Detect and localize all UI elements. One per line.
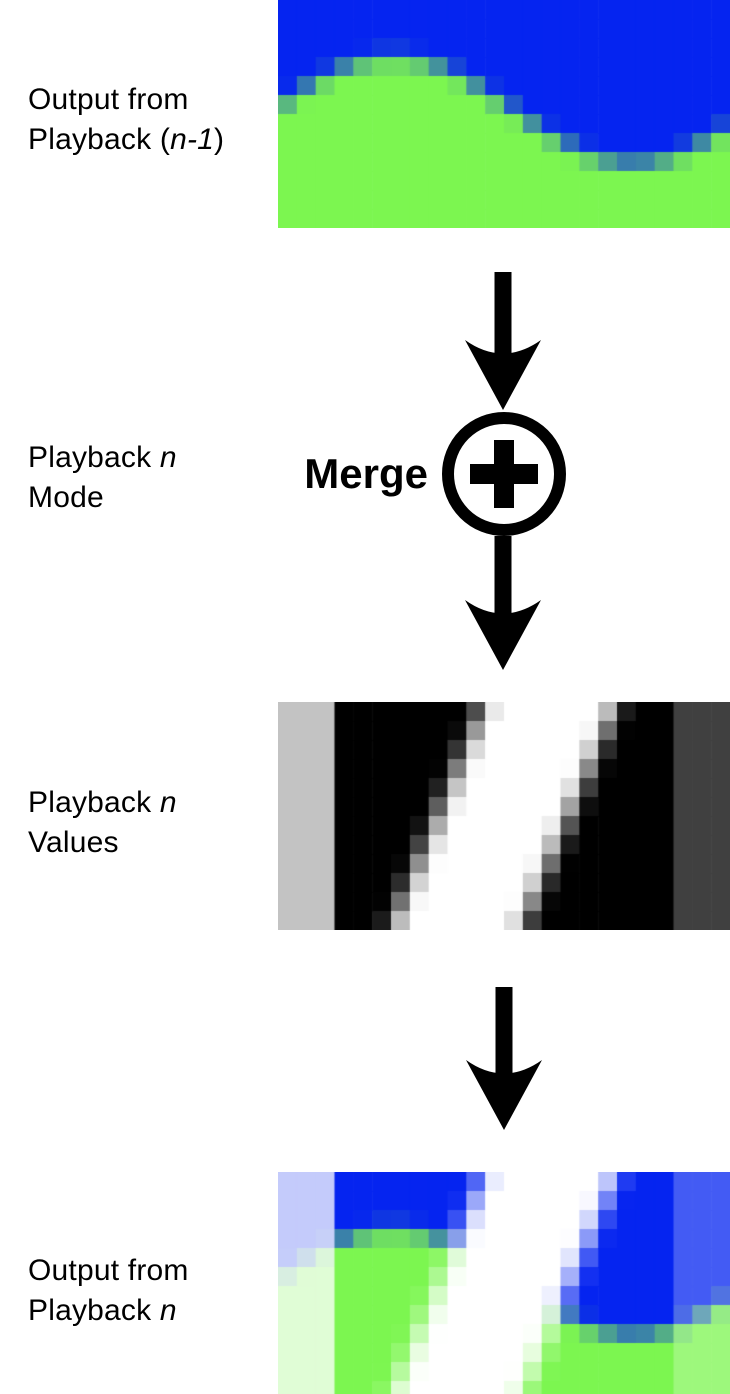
- merge-input-arrow-icon: [465, 272, 541, 410]
- label-output-playback-n: Output from Playback n: [28, 1251, 189, 1331]
- label-output-playback-n-1: Output from Playback (n-1): [28, 80, 224, 160]
- merge-label: Merge: [304, 450, 428, 497]
- label-line: Playback n: [28, 786, 177, 819]
- label-line: Values: [28, 826, 119, 859]
- playback-prev-output-image: [278, 0, 730, 228]
- label-playback-n-mode: Playback n Mode: [28, 438, 177, 518]
- label-line: Playback n: [28, 1294, 177, 1327]
- merge-node-plus-in-circle-icon: [442, 412, 566, 536]
- apply-values-arrow-icon: [466, 987, 542, 1130]
- label-line: Output from: [28, 83, 189, 116]
- label-line: Output from: [28, 1254, 189, 1287]
- playback-output-image: [278, 1172, 730, 1394]
- label-line: Playback (n-1): [28, 123, 225, 156]
- label-line: Playback n: [28, 441, 177, 474]
- label-line: Mode: [28, 481, 104, 514]
- playback-values-image: [278, 702, 730, 930]
- merge-output-arrow-icon: [465, 536, 541, 670]
- label-playback-n-values: Playback n Values: [28, 783, 177, 863]
